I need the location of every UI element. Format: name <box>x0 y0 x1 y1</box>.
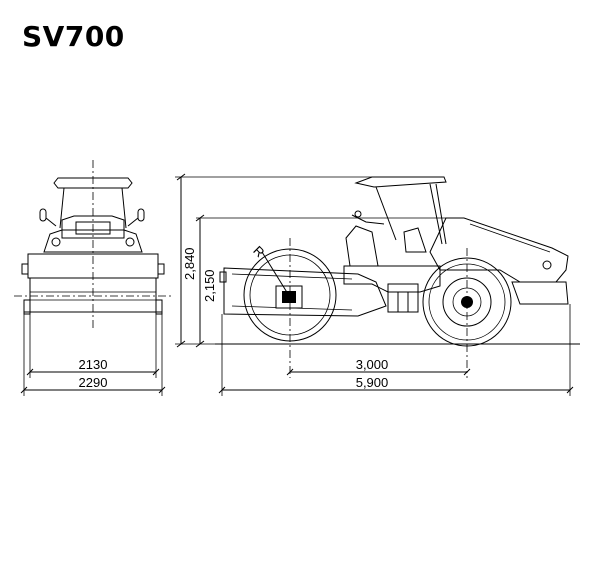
side-drum-hub-center <box>282 291 296 303</box>
side-canopy-post-rear-a <box>429 183 443 245</box>
side-steering-knob <box>354 210 362 218</box>
side-front-frame <box>223 267 387 317</box>
front-light-right <box>125 237 135 247</box>
total-height-tick-top <box>176 173 186 181</box>
side-canopy-roof <box>354 176 447 188</box>
radius-leader <box>261 251 289 295</box>
side-front-lamp <box>219 271 227 283</box>
total-length-label: 5,900 <box>356 375 389 390</box>
front-total-width-label: 2290 <box>79 375 108 390</box>
front-inner-tick-right <box>152 368 160 376</box>
wheelbase-tick-left <box>286 368 294 376</box>
side-hood-line <box>469 223 551 253</box>
total-height-label: 2,840 <box>182 247 197 280</box>
side-articulation-pin <box>397 291 409 313</box>
cab-height-tick-bottom <box>195 340 205 348</box>
front-drum-hub-left <box>23 299 31 315</box>
front-total-tick-right <box>158 386 166 394</box>
cab-height-tick-top <box>195 214 205 222</box>
side-rear-rim <box>442 277 492 327</box>
front-body-shoulders <box>43 229 143 253</box>
side-rear-bumper <box>511 281 569 305</box>
wheelbase-tick-right <box>463 368 471 376</box>
dimension-lines: 2,840 2,150 2130 2290 3,000 5,900 <box>20 173 574 396</box>
front-canopy-post-right <box>121 187 127 229</box>
page-title: SV700 <box>22 20 125 53</box>
side-seat <box>403 227 427 253</box>
wheelbase-label: 3,000 <box>356 357 389 372</box>
side-frame-detail-1 <box>231 273 353 280</box>
front-total-tick-left <box>20 386 28 394</box>
side-articulation <box>387 283 419 313</box>
side-steering <box>351 214 385 225</box>
side-rear-light <box>542 260 552 270</box>
front-light-left <box>51 237 61 247</box>
front-mirror-left <box>39 208 47 222</box>
front-mirror-arm-right <box>127 217 139 227</box>
front-operator-area <box>61 215 125 239</box>
front-canopy-roof <box>53 177 133 189</box>
front-mirror-arm-left <box>45 217 57 227</box>
total-length-tick-right <box>566 386 574 394</box>
front-seat <box>75 221 111 235</box>
front-inner-tick-left <box>26 368 34 376</box>
total-height-tick-bottom <box>176 340 186 348</box>
front-drum-hub-right <box>155 299 163 315</box>
front-inner-width-label: 2130 <box>79 357 108 372</box>
side-canopy-post-front <box>375 186 397 241</box>
front-lamp-left <box>21 263 29 275</box>
total-length-tick-left <box>218 386 226 394</box>
front-mirror-right <box>137 208 145 222</box>
front-lamp-right <box>157 263 165 275</box>
side-canopy-post-rear-b <box>435 183 447 245</box>
cab-height-label: 2,150 <box>202 269 217 302</box>
side-console <box>345 225 379 267</box>
front-canopy-post-left <box>59 187 65 229</box>
front-view <box>14 160 172 330</box>
side-view: R <box>215 176 580 378</box>
